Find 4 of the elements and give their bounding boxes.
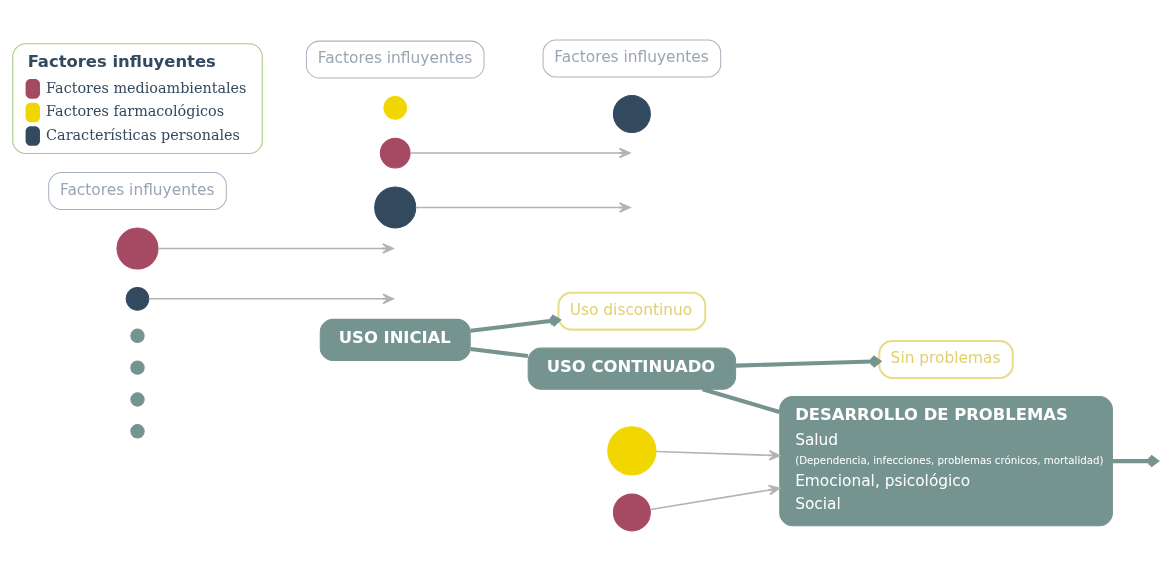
legend-label: Factores farmacológicos [46, 103, 225, 120]
legend-label: Factores medioambientales [46, 79, 247, 96]
legend-label: Características personales [46, 126, 240, 143]
label: Factores influyentes [27, 51, 216, 71]
